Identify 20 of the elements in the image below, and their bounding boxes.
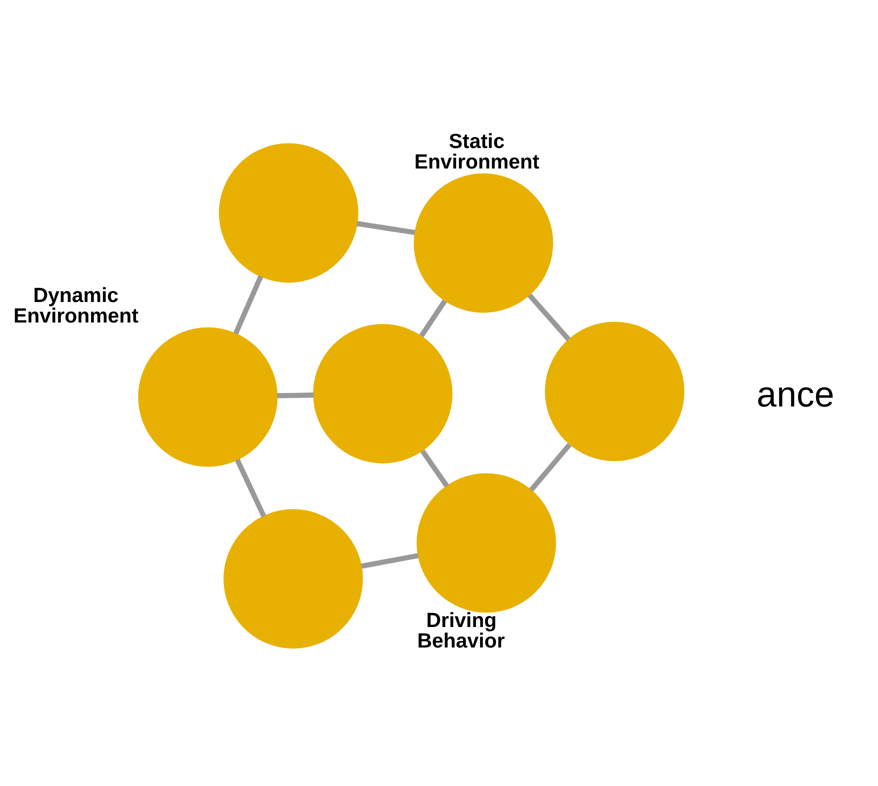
node-circle xyxy=(224,509,363,649)
connector xyxy=(419,300,447,338)
connector xyxy=(420,449,449,488)
node-circle xyxy=(414,173,554,313)
connector xyxy=(360,553,419,569)
connector xyxy=(529,443,572,492)
connector xyxy=(233,275,264,335)
connector xyxy=(528,294,571,342)
node-label: Driving Behavior xyxy=(417,609,505,653)
node-circle xyxy=(138,327,278,467)
node-circle xyxy=(416,473,556,613)
connector xyxy=(234,458,266,518)
connector xyxy=(277,392,314,398)
connector xyxy=(356,221,416,236)
node-circle xyxy=(313,324,452,464)
node-label: Dynamic Environment xyxy=(13,284,138,328)
node-circle xyxy=(218,143,358,283)
label: ance xyxy=(756,374,834,415)
node-label: Static Environment xyxy=(414,130,540,174)
node-circle xyxy=(544,322,684,462)
